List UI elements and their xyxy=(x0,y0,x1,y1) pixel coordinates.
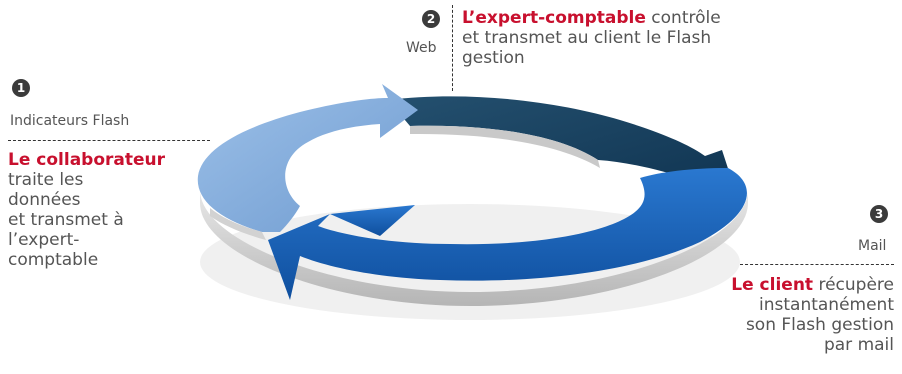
step-1-description: Le collaborateur traite les données et t… xyxy=(8,150,188,270)
step-3-description: Le client récupère instantanément son Fl… xyxy=(694,275,894,355)
step-2-divider xyxy=(452,5,453,91)
step-3-line: instantanément xyxy=(759,295,894,315)
arrow-step-1 xyxy=(197,84,418,232)
step-2-line: et transmet au client le Flash xyxy=(462,28,712,48)
step-1-line: données xyxy=(8,190,81,210)
step-1-line: et transmet à xyxy=(8,210,124,230)
arrow-step-2 xyxy=(388,96,735,200)
arrow-step-2-edge xyxy=(410,125,600,168)
arrow-step-1-edge xyxy=(210,208,266,240)
step-3-line: par mail xyxy=(823,335,894,355)
step-1-line: traite les xyxy=(8,170,84,190)
step-2-line: gestion xyxy=(462,48,525,68)
step-3-actor-suffix: récupère xyxy=(813,275,894,295)
step-1-line: comptable xyxy=(8,250,99,270)
step-1-line: l’expert- xyxy=(8,230,80,250)
step-1-channel: Indicateurs Flash xyxy=(10,113,130,129)
step-2-actor: L’expert-comptable xyxy=(462,8,646,28)
step-2-channel: Web xyxy=(406,40,437,56)
step-1-actor: Le collaborateur xyxy=(8,150,166,170)
step-2-actor-suffix: contrôle xyxy=(645,8,721,28)
step-3-channel: Mail xyxy=(858,238,887,254)
arrow-step-3 xyxy=(268,168,747,300)
step-2-number: 2 xyxy=(422,10,440,28)
step-1-divider xyxy=(8,140,210,141)
step-3-number: 3 xyxy=(870,205,888,223)
step-1-number: 1 xyxy=(12,79,30,97)
step-3-actor: Le client xyxy=(731,275,814,295)
step-3-line: son Flash gestion xyxy=(745,315,894,335)
step-3-divider xyxy=(740,264,894,265)
ring-edge xyxy=(200,190,748,306)
step-2-description: L’expert-comptable contrôle et transmet … xyxy=(462,8,762,68)
arrow-step-3-tip xyxy=(330,205,415,236)
